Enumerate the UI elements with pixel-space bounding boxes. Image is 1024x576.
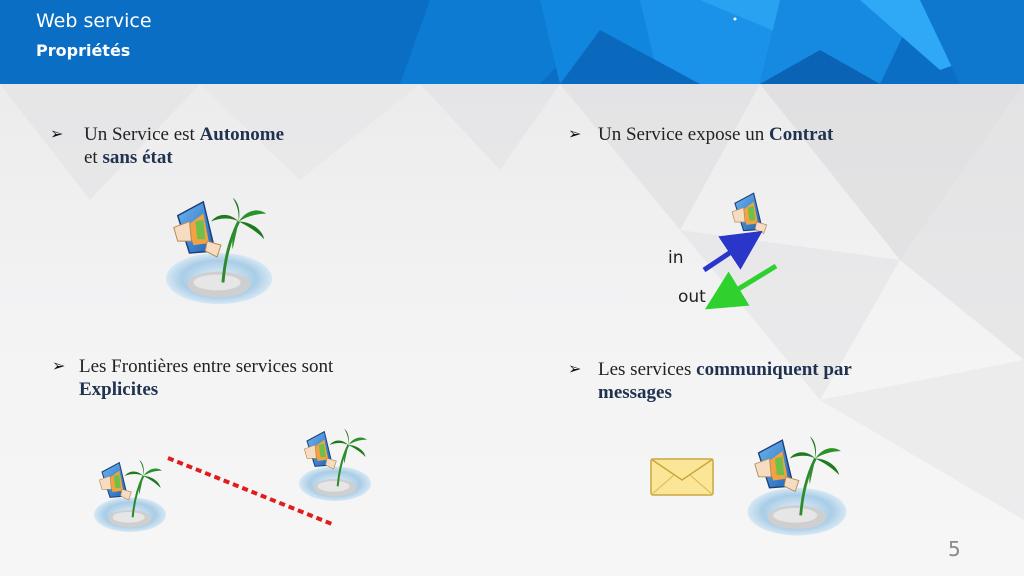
bullet-frontieres-text: Les Frontières entre services sont: [79, 356, 334, 377]
contract-diagram: in out: [668, 192, 778, 310]
service-island-icon: [742, 430, 852, 542]
bullet-contrat-text: Un Service expose un: [598, 124, 769, 145]
service-island-icon: [731, 192, 768, 235]
out-label: out: [678, 287, 706, 307]
bullet-autonome-bold: Autonome: [199, 124, 285, 145]
arrow-bullet-icon: ➢: [52, 358, 66, 375]
in-label: in: [668, 248, 684, 268]
out-arrow-icon: [704, 263, 778, 310]
bullet-autonome-text: Un Service est: [84, 124, 200, 145]
service-island-icon: [160, 190, 278, 312]
in-arrow-icon: [702, 230, 763, 273]
boundary-dashed-line: [167, 456, 333, 526]
bullet-frontieres-bold: Explicites: [79, 379, 159, 400]
bullet-messages-bold: communiquent par: [696, 359, 852, 380]
page-number: 5: [948, 537, 961, 561]
service-island-icon: [90, 455, 170, 537]
bullet-messages-bold-2: messages: [598, 382, 672, 403]
bullet-autonome-text-2: et: [84, 147, 103, 168]
bullet-messages-text: Les services: [598, 359, 697, 380]
slide-title: Web service: [36, 10, 152, 32]
arrow-bullet-icon: ➢: [50, 126, 64, 143]
bullet-autonome-bold-2: sans état: [102, 147, 173, 168]
bullet-autonome: ➢ Un Service est Autonome et sans état: [50, 123, 380, 169]
bullet-frontieres: ➢ Les Frontières entre services sont Exp…: [52, 355, 412, 401]
bullet-messages: ➢ Les services communiquent par messages: [568, 358, 968, 404]
slide-subtitle: Propriétés: [36, 41, 131, 60]
arrow-bullet-icon: ➢: [568, 126, 582, 143]
header-banner: Web service Propriétés: [0, 0, 1024, 84]
arrow-bullet-icon: ➢: [568, 361, 582, 378]
envelope-icon: [650, 458, 714, 496]
bullet-contrat: ➢ Un Service expose un Contrat: [568, 123, 968, 146]
bullet-contrat-bold: Contrat: [768, 124, 834, 145]
